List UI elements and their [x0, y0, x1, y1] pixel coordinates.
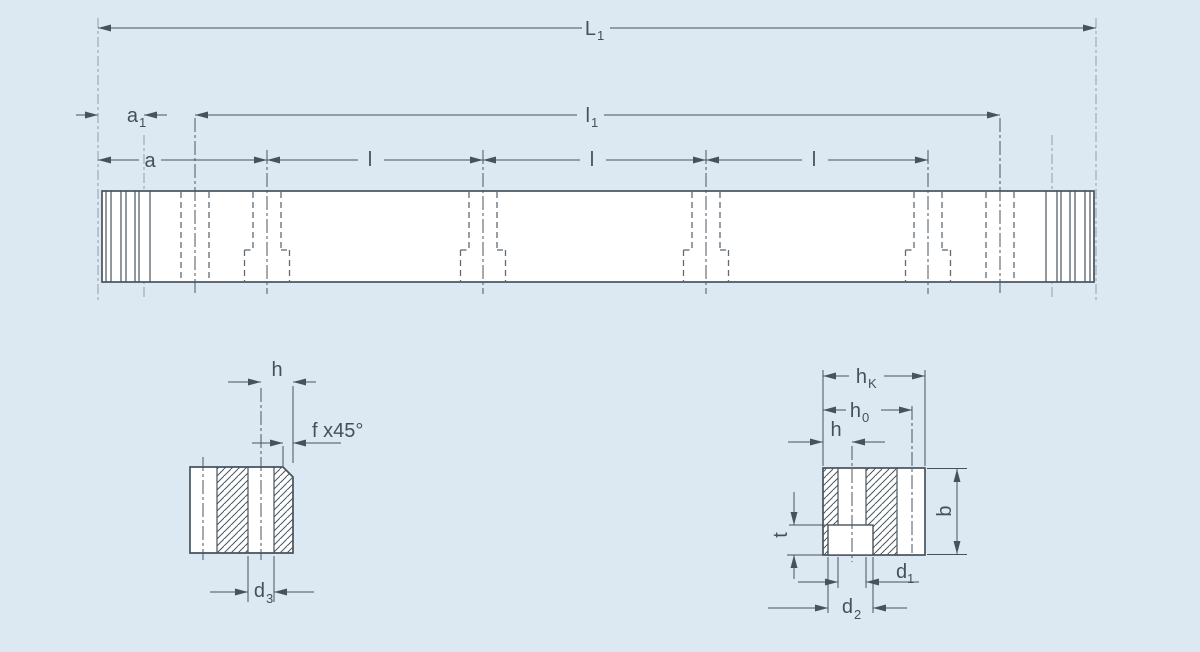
section-fixing-hole: h K h 0 h b t: [768, 366, 967, 622]
dimension-d3: d 3: [210, 556, 314, 606]
dimension-t: t: [770, 492, 828, 579]
dimension-d2: d 2: [768, 557, 907, 622]
dimension-t-label: t: [770, 532, 792, 538]
rail-body: [101, 190, 1095, 283]
dimension-h0: h 0: [823, 400, 912, 425]
dimension-hK: h K: [823, 366, 925, 391]
dimension-l1-subscript: 1: [591, 115, 598, 130]
dimension-h0-label: h: [850, 400, 861, 422]
dimension-d1: d 1: [798, 557, 919, 588]
dimension-chain-row: a l l l: [98, 149, 928, 172]
dimension-b-label: b: [934, 505, 956, 516]
dimension-l1: l 1: [195, 105, 1000, 130]
dimension-h0-subscript: 0: [862, 410, 869, 425]
dimension-fixing-h: h: [788, 419, 885, 446]
dimension-d3-label: d: [254, 580, 265, 602]
dimension-hK-label: h: [856, 366, 867, 388]
dimension-chamfer: f x45°: [252, 420, 363, 466]
dimension-l-label-2: l: [590, 149, 594, 171]
end-section-hatch-1: [217, 467, 248, 553]
dimension-l-label-1: l: [368, 149, 372, 171]
dimension-d3-subscript: 3: [266, 591, 273, 606]
end-holes-hidden: [180, 192, 1015, 281]
rail-left-end-lines: [105, 191, 151, 282]
hole-centerlines: [194, 118, 1001, 296]
top-view-rail: L 1 l 1 a 1 a l l: [76, 18, 1097, 300]
dimension-d1-label: d: [896, 561, 907, 583]
rail-right-end-lines: [1045, 191, 1091, 282]
dimension-L1: L 1: [98, 18, 1096, 43]
dimension-l-label-3: l: [812, 149, 816, 171]
dimension-a1: a 1: [76, 105, 167, 130]
dimension-d2-label: d: [842, 596, 853, 618]
dimension-l1-label: l: [586, 105, 590, 127]
dimension-a1-label: a: [127, 105, 139, 127]
dimension-end-h: h: [228, 359, 316, 463]
dimension-hK-subscript: K: [868, 376, 877, 391]
dimension-end-h-label: h: [271, 359, 282, 381]
counterbore-pocket: [827, 524, 874, 556]
fixing-holes-hidden: [243, 192, 952, 281]
dimension-L1-label: L: [585, 18, 596, 40]
section-end-hole: h f x45° d 3: [189, 359, 363, 606]
dimension-fixing-h-label: h: [830, 419, 841, 441]
dimension-chamfer-label: f x45°: [312, 420, 363, 442]
dimension-a1-subscript: 1: [139, 115, 146, 130]
dimension-a-label: a: [144, 150, 156, 172]
dimension-b: b: [927, 468, 967, 555]
dimension-d1-subscript: 1: [907, 571, 914, 586]
dimension-d2-subscript: 2: [854, 607, 861, 622]
dimension-L1-subscript: 1: [597, 28, 604, 43]
end-section-hatch-2: [274, 467, 293, 553]
